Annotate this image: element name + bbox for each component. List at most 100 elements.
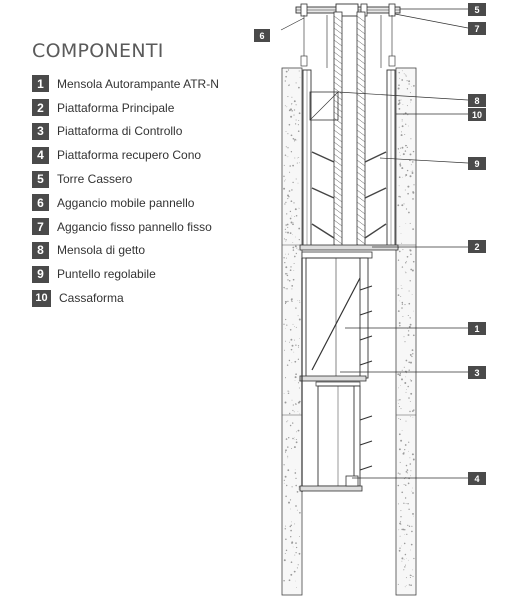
concrete-speck [285, 451, 287, 453]
concrete-speck [292, 242, 294, 243]
concrete-speck [295, 542, 297, 544]
lattice-strut [333, 45, 343, 53]
concrete-speck [401, 369, 403, 371]
legend-label: Torre Cassero [57, 172, 133, 187]
concrete-speck [406, 105, 408, 107]
concrete-speck [400, 233, 402, 235]
concrete-speck [398, 108, 401, 110]
concrete-speck [404, 553, 407, 556]
concrete-speck [412, 170, 414, 172]
concrete-speck [289, 525, 292, 528]
legend-badge: 1 [32, 75, 49, 93]
concrete-speck [408, 80, 411, 83]
legend-label: Aggancio fisso pannello fisso [57, 219, 212, 234]
concrete-speck [400, 147, 402, 149]
lattice-strut [356, 171, 366, 179]
legend-badge: 8 [32, 241, 49, 259]
concrete-speck [403, 478, 405, 480]
concrete-speck [400, 439, 403, 442]
concrete-speck [290, 524, 293, 527]
top-beam [295, 3, 401, 17]
concrete-speck [286, 106, 288, 108]
concrete-speck [398, 322, 401, 324]
concrete-speck [285, 240, 287, 242]
legend-label: Aggancio mobile pannello [57, 195, 195, 210]
concrete-speck [284, 349, 285, 351]
concrete-speck [411, 453, 414, 456]
concrete-speck [290, 115, 293, 118]
lattice-strut [356, 117, 366, 125]
lattice-strut [356, 225, 366, 233]
concrete-speck [289, 508, 291, 510]
concrete-speck [402, 249, 404, 251]
concrete-speck [409, 401, 411, 403]
concrete-speck [290, 299, 293, 301]
concrete-speck [404, 150, 407, 152]
concrete-speck [287, 455, 289, 457]
concrete-speck [289, 499, 292, 501]
concrete-speck [291, 102, 293, 105]
concrete-speck [294, 376, 297, 379]
concrete-speck [411, 269, 414, 272]
concrete-speck [285, 201, 287, 204]
concrete-speck [290, 536, 292, 538]
concrete-speck [294, 208, 297, 211]
concrete-speck [298, 157, 300, 159]
concrete-speck [285, 130, 287, 132]
concrete-speck [400, 510, 402, 512]
concrete-speck [293, 109, 296, 111]
concrete-speck [284, 340, 286, 342]
concrete-speck [294, 437, 296, 439]
concrete-speck [295, 178, 297, 180]
cone-recovery-platform [299, 475, 363, 492]
concrete-speck [408, 584, 411, 586]
concrete-speck [298, 346, 300, 348]
concrete-speck [291, 189, 293, 191]
concrete-speck [285, 327, 286, 329]
concrete-speck [406, 533, 408, 536]
concrete-speck [402, 153, 405, 156]
lattice-strut [333, 27, 343, 35]
concrete-speck [293, 114, 295, 116]
concrete-speck [403, 558, 405, 560]
concrete-speck [294, 138, 296, 141]
concrete-speck [408, 211, 410, 214]
concrete-speck [283, 464, 285, 466]
lattice-strut [333, 75, 343, 83]
callout-3: 3 [468, 366, 486, 379]
concrete-speck [297, 564, 299, 566]
concrete-speck [400, 516, 402, 518]
lattice-strut [356, 141, 366, 149]
concrete-speck [399, 77, 401, 79]
concrete-speck [399, 522, 401, 525]
callout-label: 6 [259, 31, 264, 41]
concrete-speck [287, 231, 289, 234]
concrete-speck [293, 270, 295, 271]
concrete-speck [410, 543, 413, 546]
concrete-speck [403, 569, 405, 571]
concrete-speck [298, 70, 300, 72]
anchor-tick [359, 440, 373, 446]
tower-mast [333, 11, 366, 251]
lattice-strut [356, 63, 366, 71]
anchor-tick [359, 360, 373, 366]
callout-8: 8 [468, 94, 486, 107]
concrete-speck [287, 226, 289, 228]
legend-label: Piattaforma Principale [57, 100, 175, 115]
concrete-speck [399, 547, 401, 549]
concrete-speck [410, 470, 412, 472]
concrete-speck [412, 228, 414, 230]
concrete-speck [402, 176, 404, 178]
concrete-speck [295, 252, 297, 254]
concrete-speck [405, 470, 408, 473]
concrete-speck [398, 195, 400, 198]
concrete-speck [407, 482, 410, 485]
concrete-speck [290, 151, 293, 153]
concrete-speck [409, 92, 411, 94]
concrete-speck [285, 224, 287, 226]
concrete-speck [289, 412, 291, 415]
concrete-speck [283, 393, 285, 394]
concrete-speck [409, 463, 412, 465]
concrete-speck [406, 80, 408, 82]
legend-badge: 7 [32, 218, 49, 236]
